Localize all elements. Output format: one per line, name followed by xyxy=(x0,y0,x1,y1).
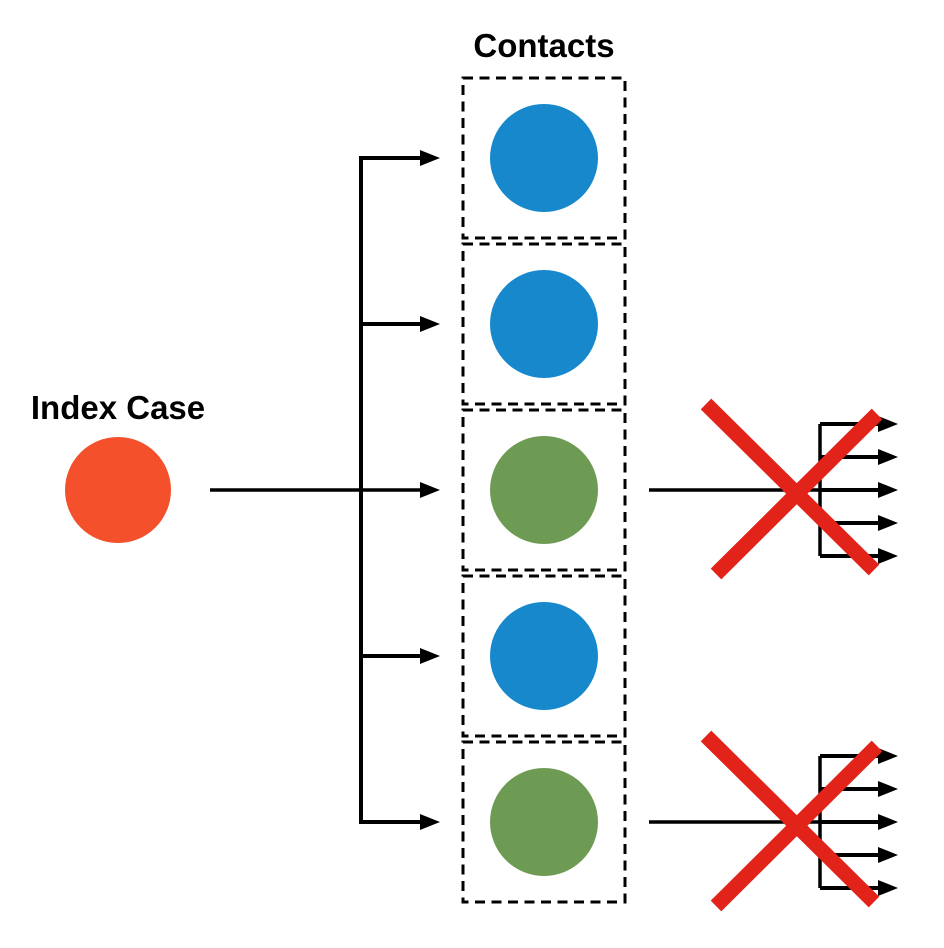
red-cross-stroke-2-5 xyxy=(710,740,883,912)
contacts-column xyxy=(461,76,627,904)
index-case-label: Index Case xyxy=(31,389,205,426)
fanout-arrow-3-3-arrowhead xyxy=(878,482,898,498)
fanout-arrow-3-5-arrowhead xyxy=(878,548,898,564)
contact-box-5 xyxy=(461,740,627,904)
index-to-contact-arrows xyxy=(210,150,440,830)
contact-box-4 xyxy=(461,574,627,738)
blocked-fanout-5 xyxy=(649,730,898,912)
fanout-arrow-5-1-arrowhead xyxy=(878,748,898,764)
blocked-fanout-3 xyxy=(649,398,898,580)
index-case-circle xyxy=(65,437,171,543)
contact-circle-5 xyxy=(490,768,598,876)
fanout-arrow-5-4-arrowhead xyxy=(878,847,898,863)
contact-circle-4 xyxy=(490,602,598,710)
branch-arrow-1-arrowhead xyxy=(420,150,440,166)
red-cross-stroke-1-3 xyxy=(700,398,880,576)
contacts-label: Contacts xyxy=(473,27,614,64)
contact-circle-1 xyxy=(490,104,598,212)
fanout-arrow-3-4-arrowhead xyxy=(878,515,898,531)
red-cross-stroke-1-5 xyxy=(700,730,880,908)
fanout-arrow-5-2-arrowhead xyxy=(878,781,898,797)
contact-box-1 xyxy=(461,76,627,240)
fanout-arrow-5-5-arrowhead xyxy=(878,880,898,896)
contact-circle-2 xyxy=(490,270,598,378)
contact-box-2 xyxy=(461,242,627,406)
branch-arrow-2-arrowhead xyxy=(420,316,440,332)
branch-arrow-4-arrowhead xyxy=(420,648,440,664)
fanout-arrow-5-3-arrowhead xyxy=(878,814,898,830)
blocked-transmission-fanouts xyxy=(649,398,898,912)
index-case-arrow-arrowhead xyxy=(420,482,440,498)
fanout-arrow-3-2-arrowhead xyxy=(878,449,898,465)
red-cross-stroke-2-3 xyxy=(710,408,883,580)
contact-circle-3 xyxy=(490,436,598,544)
contact-box-3 xyxy=(461,408,627,572)
fanout-arrow-3-1-arrowhead xyxy=(878,416,898,432)
branch-arrow-5-arrowhead xyxy=(420,814,440,830)
